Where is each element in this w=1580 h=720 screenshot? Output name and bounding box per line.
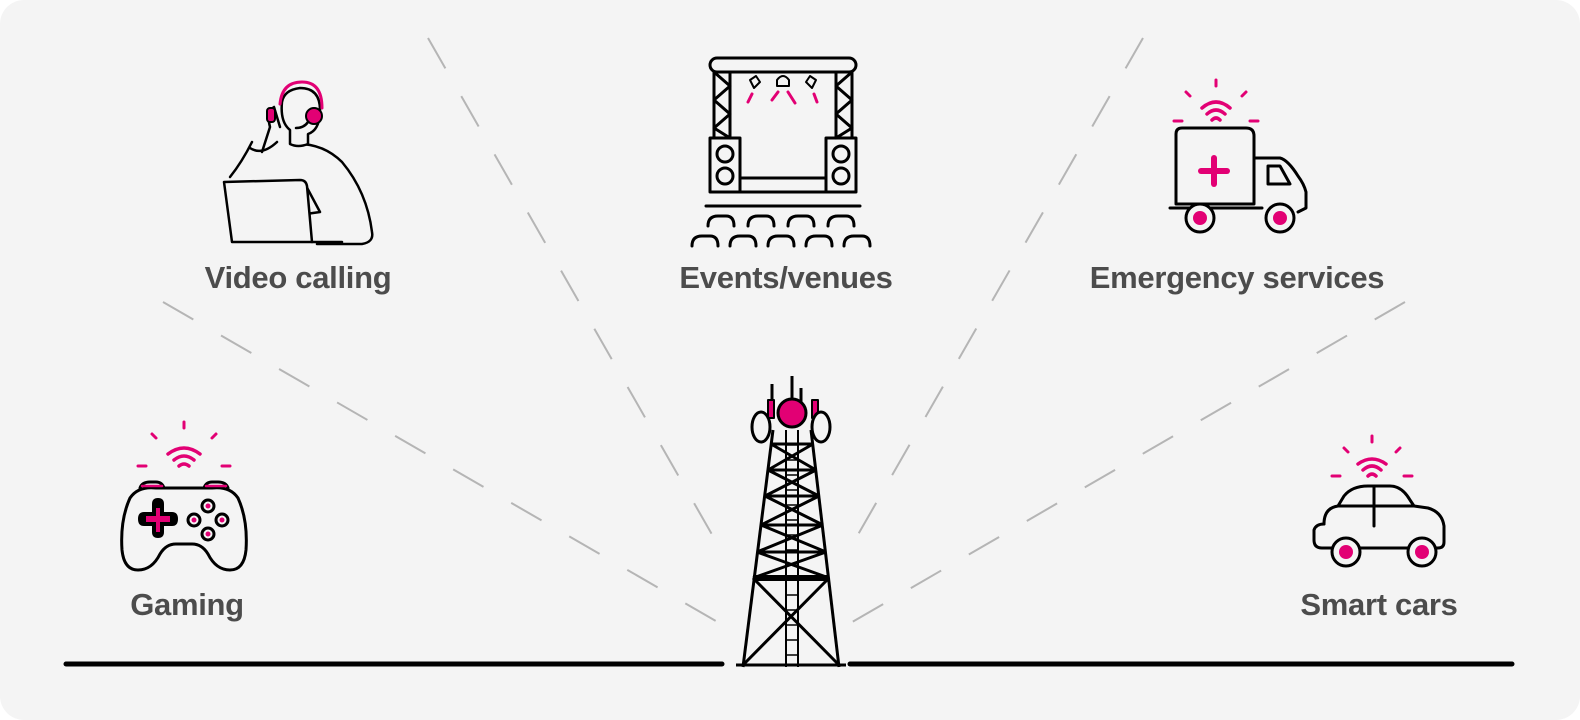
label-emergency-services: Emergency services: [1089, 260, 1385, 295]
stage-with-seats-icon: [690, 56, 872, 248]
ambulance-wifi-icon: [1168, 78, 1308, 234]
label-video-calling: Video calling: [204, 260, 392, 295]
car-wifi-icon: [1312, 434, 1446, 568]
person-headset-laptop-icon: [222, 80, 374, 246]
ray-upper-left: [427, 37, 723, 553]
label-smart-cars: Smart cars: [1300, 587, 1458, 622]
game-controller-wifi-icon: [120, 420, 248, 572]
ray-right: [834, 301, 1406, 633]
cell-tower-icon: [736, 376, 846, 668]
signal-rays: [162, 37, 1406, 633]
label-gaming: Gaming: [130, 587, 244, 622]
ray-upper-right: [847, 37, 1144, 553]
label-events-venues: Events/venues: [679, 260, 893, 295]
ray-left: [162, 301, 736, 633]
